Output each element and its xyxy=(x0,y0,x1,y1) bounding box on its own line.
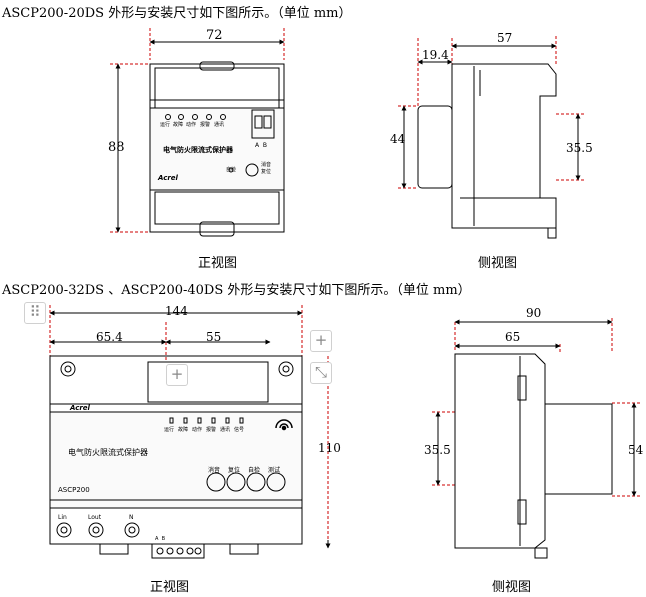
dim-65-4: 65.4 xyxy=(96,330,123,344)
caption-side-32ds: 侧视图 xyxy=(492,580,532,595)
dim-height-88: 88 xyxy=(108,140,125,155)
led-label: 通讯 xyxy=(214,122,225,128)
reset-label: 复位 xyxy=(261,169,272,175)
dim-57: 57 xyxy=(497,31,513,45)
led-label: 通讯 xyxy=(220,427,231,433)
self-test-label-20ds: 自检 xyxy=(226,167,237,173)
led-label: 动作 xyxy=(192,427,203,433)
terminals-ab-32ds: A B xyxy=(155,536,166,542)
front-view-20ds xyxy=(110,28,285,237)
lin-label: Lin xyxy=(58,514,67,521)
button-label: 测试 xyxy=(268,467,281,474)
led-label: 故障 xyxy=(173,122,184,128)
dim-110: 110 xyxy=(318,441,341,455)
signal-icon xyxy=(275,419,293,431)
dim-19-4: 19.4 xyxy=(422,48,449,62)
led-label: 运行 xyxy=(164,427,175,433)
reset-labels-20ds: 消音 复位 xyxy=(261,162,271,176)
brand-logo-20ds: Acrel xyxy=(158,174,178,182)
heading-20ds: ASCP200-20DS 外形与安装尺寸如下图所示。（单位 mm） xyxy=(2,6,352,21)
dim-35-5-side-32ds: 35.5 xyxy=(424,443,451,457)
button-labels-32ds: 消音复位自检测试 xyxy=(208,465,280,474)
front-view-32ds xyxy=(49,305,331,559)
led-label: 故障 xyxy=(178,427,189,433)
dim-width-72: 72 xyxy=(206,28,223,43)
dim-90: 90 xyxy=(526,306,542,320)
add-top-button[interactable]: + xyxy=(310,330,332,352)
led-label: 信号 xyxy=(234,427,245,433)
side-view-20ds xyxy=(398,36,584,239)
led-label: 报警 xyxy=(200,122,211,128)
lout-label: Lout xyxy=(88,514,102,521)
heading-32ds: ASCP200-32DS 、ASCP200-40DS 外形与安装尺寸如下图所示。… xyxy=(2,283,471,298)
led-label: 动作 xyxy=(186,122,197,128)
dim-54: 54 xyxy=(628,443,644,457)
caption-front-20ds: 正视图 xyxy=(198,256,238,271)
model-label-32ds: ASCP200 xyxy=(58,486,90,494)
led-label: 运行 xyxy=(160,122,171,128)
button-label: 自检 xyxy=(248,467,261,474)
dim-144: 144 xyxy=(165,304,188,318)
caption-side-20ds: 侧视图 xyxy=(478,256,518,271)
dim-35-5-side-20ds: 35.5 xyxy=(566,141,593,155)
resize-icon[interactable]: ⤡ xyxy=(310,362,332,384)
mute-label: 消音 xyxy=(261,162,272,168)
led-labels-20ds: 运行故障动作报警通讯 xyxy=(160,121,224,128)
n-label: N xyxy=(129,514,134,521)
led-label: 报警 xyxy=(206,427,217,433)
dim-55: 55 xyxy=(206,330,222,344)
button-label: 消音 xyxy=(208,467,221,474)
add-inline-button[interactable]: + xyxy=(166,364,188,386)
device-name-32ds: 电气防火限流式保护器 xyxy=(68,448,148,457)
brand-logo-32ds: Acrel xyxy=(70,404,90,412)
caption-front-32ds: 正视图 xyxy=(150,580,190,595)
drag-handle-icon[interactable]: ⠿ xyxy=(24,302,46,324)
terminals-ab-20ds: A B xyxy=(255,142,268,149)
led-labels-32ds: 运行故障动作报警通讯信号 xyxy=(164,426,244,433)
device-name-20ds: 电气防火限流式保护器 xyxy=(163,146,233,154)
dim-44: 44 xyxy=(390,132,406,146)
side-view-32ds xyxy=(432,318,640,559)
dim-65: 65 xyxy=(505,330,521,344)
button-label: 复位 xyxy=(228,467,241,474)
